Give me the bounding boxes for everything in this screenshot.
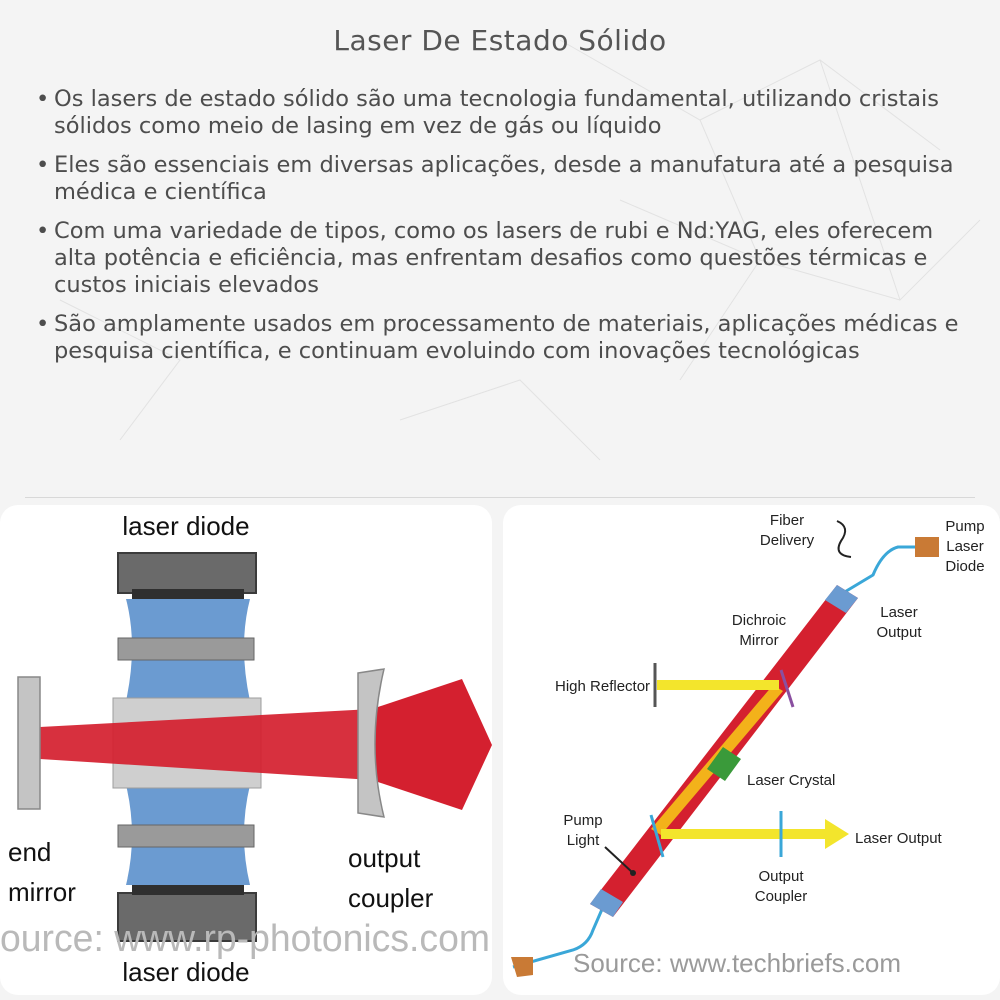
label-laser-output-h: Laser Output — [855, 830, 943, 847]
label-laser-output-2: Output — [876, 624, 922, 641]
bottom-diode-emitter — [132, 885, 244, 895]
label-output-coupler-2: Coupler — [755, 888, 808, 905]
output-beam — [661, 829, 829, 839]
pump-dichroic-mirror — [649, 814, 665, 858]
label-output-coupler-2: coupler — [348, 883, 434, 913]
fiber-pointer — [836, 520, 852, 558]
bullet-item: Os lasers de estado sólido são uma tecno… — [30, 86, 960, 140]
label-pump-diode-3: Diode — [945, 558, 984, 575]
bullet-item: Com uma variedade de tipos, como os lase… — [30, 218, 960, 299]
left-source-credit: ource: www.rp-photonics.com — [0, 918, 490, 960]
bullet-item: São amplamente usados em processamento d… — [30, 311, 960, 365]
pump-laser-diode — [915, 537, 939, 557]
end-mirror — [17, 676, 41, 810]
left-laser-diagram: laser diode end mirror output coupler ou… — [0, 505, 492, 995]
laser-crystal — [707, 747, 741, 781]
reflected-beam — [657, 680, 779, 690]
label-dichroic-1: Dichroic — [732, 612, 787, 629]
laser-beam — [40, 709, 372, 780]
fiber-upper — [842, 545, 915, 595]
label-end-mirror-2: mirror — [8, 877, 76, 907]
label-laser-output-1: Laser — [880, 604, 918, 621]
fiber-lower — [512, 906, 605, 969]
section-divider — [25, 497, 975, 498]
bottom-lens — [117, 824, 255, 848]
label-output-coupler-1: Output — [758, 868, 804, 885]
pump-diode-bottom — [511, 957, 533, 977]
upper-lens-cap — [825, 585, 858, 613]
output-coupler — [357, 668, 386, 818]
label-fiber-2: Delivery — [760, 532, 815, 549]
bullet-item: Eles são essenciais em diversas aplicaçõ… — [30, 152, 960, 206]
label-pump-diode-2: Laser — [946, 538, 984, 555]
label-output-coupler-1: output — [348, 843, 421, 873]
top-diode-emitter — [132, 589, 244, 599]
pump-light-pointer — [604, 846, 634, 874]
page-title: Laser De Estado Sólido — [333, 24, 667, 57]
label-top-laser-diode: laser diode — [122, 511, 249, 541]
top-lens — [117, 637, 255, 661]
label-fiber-1: Fiber — [770, 512, 804, 529]
label-pump-diode-1: Pump — [945, 518, 984, 535]
output-beam-arrow — [372, 679, 492, 810]
bullet-list: Os lasers de estado sólido são uma tecno… — [30, 86, 960, 377]
output-beam-arrow — [825, 819, 849, 849]
label-pump-light-1: Pump — [563, 812, 602, 829]
pump-light-pointer-dot — [630, 870, 636, 876]
top-laser-diode — [117, 552, 257, 594]
label-laser-crystal: Laser Crystal — [747, 772, 835, 789]
label-high-reflector: High Reflector — [555, 678, 650, 695]
label-dichroic-2: Mirror — [739, 632, 778, 649]
dichroic-mirror — [779, 669, 795, 708]
label-end-mirror-1: end — [8, 837, 51, 867]
label-bottom-laser-diode: laser diode — [122, 957, 249, 987]
lower-lens-cap — [590, 889, 623, 917]
label-pump-light-2: Light — [567, 832, 600, 849]
right-laser-diagram: Fiber Delivery Pump Laser Diode Dichroic… — [503, 505, 1000, 995]
right-source-credit: Source: www.techbriefs.com — [573, 948, 901, 978]
